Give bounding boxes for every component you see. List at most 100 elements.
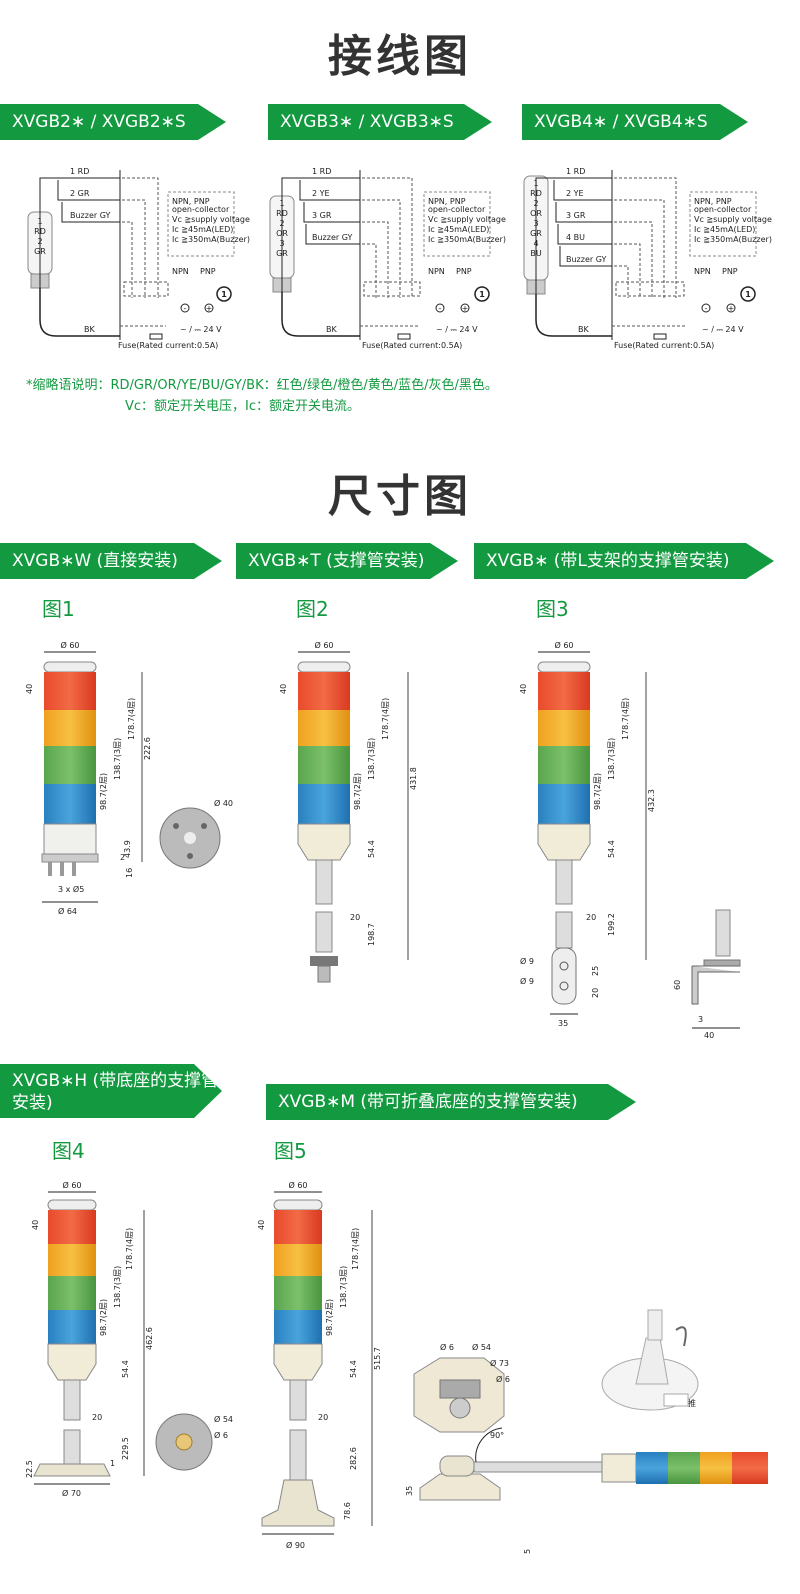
box-line: Ic ≧350mA(Buzzer)	[428, 235, 506, 244]
wiring-diagrams: 1 RD 2 GR 1 RD 2 GR Buzzer GY BK NPN, PN…	[27, 167, 772, 350]
supply-label: ~ / ⎓ 24 V	[436, 325, 478, 334]
wiring-diagram-2: 1 RD 2 OR 3 GR 1 RD 2 YE 3 GR Buzzer GY …	[269, 167, 506, 350]
supply-label: ~ / ⎓ 24 V	[702, 325, 744, 334]
wire-label: 3 GR	[566, 211, 586, 220]
dim-pipe: 229.5	[121, 1437, 130, 1460]
wire-label: 1 RD	[312, 167, 331, 176]
wiring-diagram-3: 1 RD 2 OR 3 GR 4 BU 1 RD 2 YE 3 GR 4 BU …	[523, 167, 772, 350]
box-line: NPN, PNP	[172, 197, 210, 206]
dim-4-tier: 178.7(4层)	[125, 1228, 134, 1270]
plus-sign: +	[206, 304, 213, 313]
dim-pipe: 282.6	[349, 1447, 358, 1470]
fig-5-label: 图5	[274, 1139, 307, 1163]
banner-xvgbw: XVGB∗W (直接安装)	[0, 543, 222, 579]
circle-number: 1	[479, 290, 485, 299]
wiring-diagram-1: 1 RD 2 GR 1 RD 2 GR Buzzer GY BK NPN, PN…	[27, 167, 250, 350]
dim-pipe-diameter: 20	[350, 913, 360, 922]
box-line: open-collector	[428, 205, 486, 214]
dim-hole-1: Ø 6	[440, 1342, 454, 1352]
dim-h40: 40	[25, 684, 34, 694]
wire-label: 1 RD	[70, 167, 89, 176]
push-label: 推	[688, 1398, 696, 1408]
fuse-label: Fuse(Rated current:0.5A)	[614, 341, 714, 350]
fig-4-label: 图4	[52, 1139, 85, 1163]
fig-3-drawing: Ø 60 40 98.7(2层) 138.7(3层) 178.7(4层) 432…	[519, 640, 741, 1040]
dim-thickness: 1	[110, 1459, 115, 1468]
dim-3-tier: 138.7(3层)	[113, 738, 122, 780]
dim-total: 222.6	[143, 737, 152, 760]
dim-3-tier: 138.7(3层)	[113, 1266, 122, 1308]
dim-3-tier: 138.7(3层)	[367, 738, 376, 780]
dim-h40: 40	[31, 1220, 40, 1230]
dim-35: 35	[558, 1019, 568, 1028]
dim-width: Ø 64	[58, 906, 77, 916]
npn-label: NPN	[428, 267, 445, 276]
banner-xvgb-l: XVGB∗ (带L支架的支撑管安装)	[474, 543, 774, 579]
dim-20: 20	[591, 988, 600, 998]
dim-h40: 40	[257, 1220, 266, 1230]
box-line: Ic ≧45mA(LED)	[428, 225, 489, 234]
dim-width: Ø 70	[62, 1488, 81, 1498]
dim-foot: 22.5	[25, 1460, 34, 1478]
dim-2-tier: 98.7(2层)	[99, 773, 108, 810]
pnp-label: PNP	[722, 267, 738, 276]
fuse-label: Fuse(Rated current:0.5A)	[362, 341, 462, 350]
dim-total: 431.8	[409, 767, 418, 790]
dim-40: 40	[704, 1031, 714, 1040]
npn-label: NPN	[694, 267, 711, 276]
box-line: Vc ≧supply voltage	[694, 215, 772, 224]
dim-base: 54.4	[349, 1360, 358, 1378]
wire-label: 2 GR	[70, 189, 90, 198]
dim-hole-2: Ø 9	[520, 976, 534, 986]
dim-2-tier: 98.7(2层)	[325, 1299, 334, 1336]
npn-label: NPN	[172, 267, 189, 276]
dim-3-tier: 138.7(3层)	[339, 1266, 348, 1308]
dim-d73: Ø 73	[490, 1358, 509, 1368]
dim-hole-diameter: Ø 6	[214, 1430, 228, 1440]
banner-xvgbm: XVGB∗M (带可折叠底座的支撑管安装)	[266, 1084, 636, 1120]
dim-pin: 16	[125, 868, 134, 878]
banner-xvgb4: XVGB4∗ / XVGB4∗S	[522, 104, 748, 140]
box-line: NPN, PNP	[694, 197, 732, 206]
dim-hole-2: Ø 6	[496, 1374, 510, 1384]
dim-total: 462.6	[145, 1327, 154, 1350]
box-line: Ic ≧350mA(Buzzer)	[694, 235, 772, 244]
box-line: open-collector	[694, 205, 752, 214]
dim-d60: Ø 60	[554, 640, 573, 650]
dim-plate: Ø 40	[214, 798, 233, 808]
dim-hole-1: Ø 9	[520, 956, 534, 966]
banner-xvgbh: XVGB∗H (带底座的支撑管安装)	[0, 1064, 222, 1118]
wire-label: Buzzer GY	[70, 211, 111, 220]
bk-label: BK	[578, 325, 589, 334]
dim-base: 54.4	[607, 840, 616, 858]
wiring-title: 接线图	[328, 31, 472, 82]
dimensions-title: 尺寸图	[328, 471, 472, 522]
dim-d60: Ø 60	[288, 1180, 307, 1190]
wire-label: 2 YE	[566, 189, 584, 198]
rating-note: Vc：额定开关电压，Ic：额定开关电流。	[125, 399, 361, 414]
banner-xvgb2: XVGB2∗ / XVGB2∗S	[0, 104, 226, 140]
minus-sign: -	[705, 304, 708, 313]
circle-number: 1	[221, 290, 227, 299]
dim-d54: Ø 54	[472, 1342, 491, 1352]
fig-2-drawing: Ø 60 40 98.7(2层) 138.7(3层) 178.7(4层) 431…	[279, 640, 418, 983]
dim-total: 432.3	[647, 789, 656, 812]
dim-total: 515.7	[373, 1347, 382, 1370]
pnp-label: PNP	[200, 267, 216, 276]
wire-label: Buzzer GY	[312, 233, 353, 242]
circle-number: 1	[745, 290, 751, 299]
dim-plate-diameter: Ø 54	[214, 1414, 233, 1424]
dim-gap: 2	[120, 853, 125, 862]
dim-3-tier: 138.7(3层)	[607, 738, 616, 780]
dim-35: 35	[405, 1486, 414, 1496]
dim-2-tier: 98.7(2层)	[593, 773, 602, 810]
bk-label: BK	[84, 325, 95, 334]
wire-label: 3 GR	[312, 211, 332, 220]
dim-4-tier: 178.7(4层)	[381, 698, 390, 740]
dimension-drawings-bottom: Ø 60 40 98.7(2层) 138.7(3层) 178.7(4层) 462…	[25, 1180, 768, 1554]
box-line: Ic ≧45mA(LED)	[172, 225, 233, 234]
dim-h40: 40	[279, 684, 288, 694]
fig-2-label: 图2	[296, 597, 329, 621]
fig-4-drawing: Ø 60 40 98.7(2层) 138.7(3层) 178.7(4层) 462…	[25, 1180, 233, 1498]
dim-h40: 40	[519, 684, 528, 694]
